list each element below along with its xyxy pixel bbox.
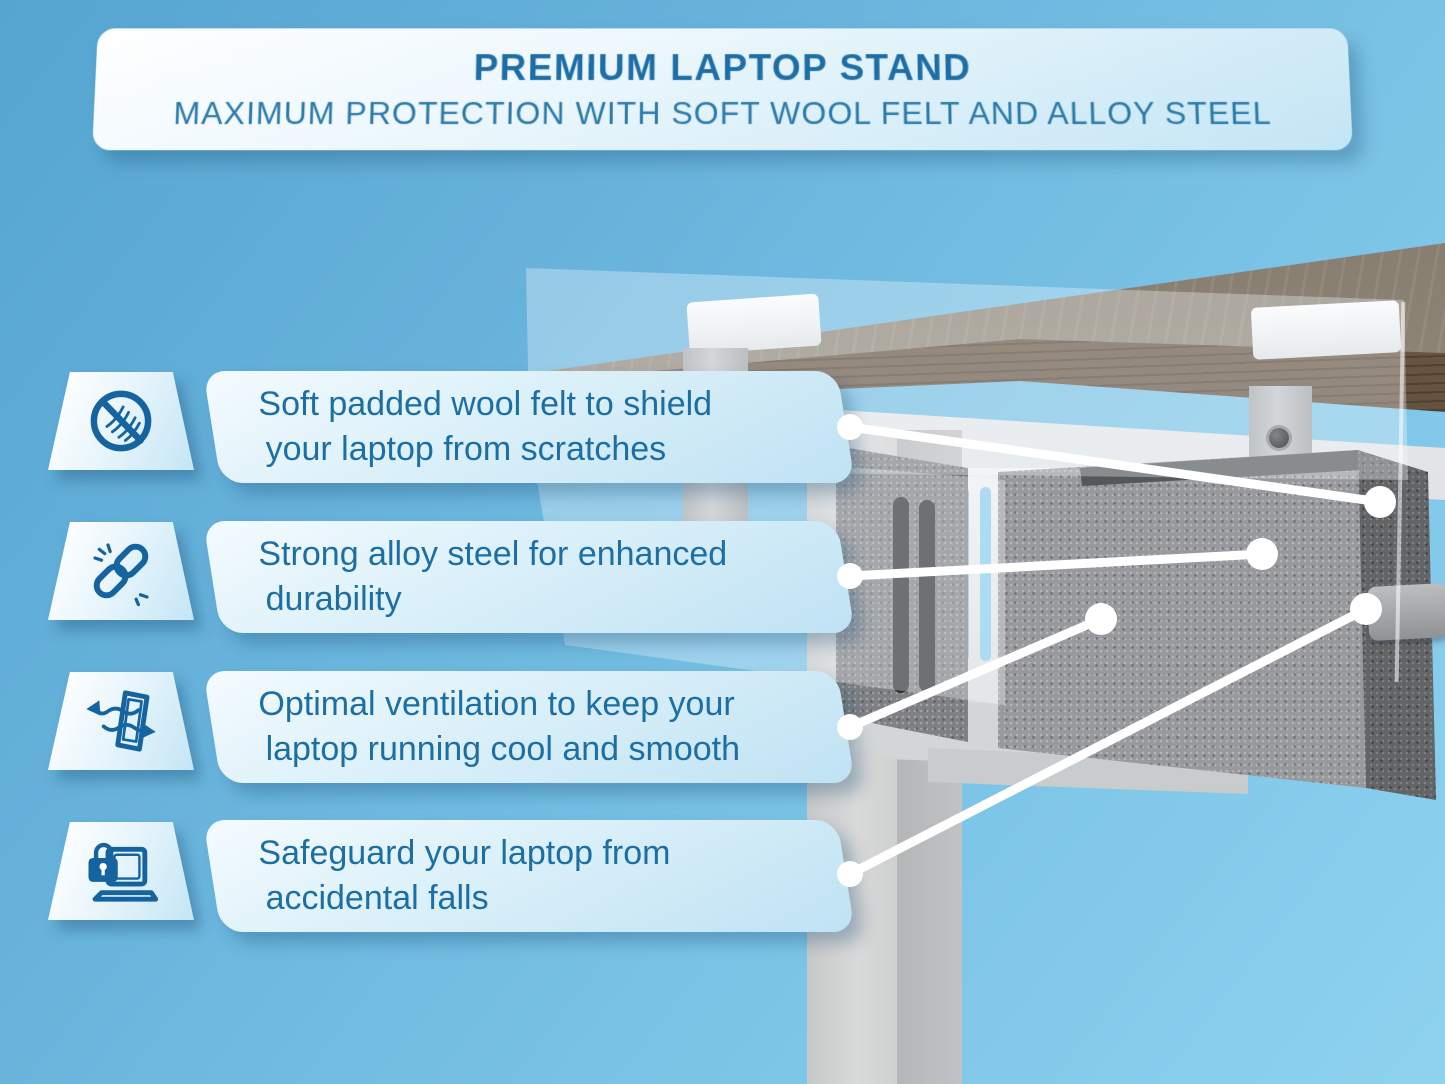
no-scratch-icon xyxy=(90,390,152,452)
feature-text: durability xyxy=(265,580,402,618)
feature-text: Optimal ventilation to keep your xyxy=(258,685,735,723)
feature-text: Safeguard your laptop from xyxy=(258,834,671,872)
feature-text: your laptop from scratches xyxy=(265,430,667,468)
feature-tile-3 xyxy=(0,672,194,770)
feature-tile-2 xyxy=(0,522,194,620)
feature-text: Strong alloy steel for enhanced xyxy=(258,535,728,573)
feature-text: Soft padded wool felt to shield xyxy=(258,385,713,423)
feature-banner-4: Safeguard your laptop from accidental fa… xyxy=(203,820,855,932)
feature-banner-2: Strong alloy steel for enhanced durabili… xyxy=(203,521,855,633)
feature-tile-4 xyxy=(0,822,194,920)
feature-text: accidental falls xyxy=(265,879,489,917)
page-subtitle: MAXIMUM PROTECTION WITH SOFT WOOL FELT A… xyxy=(172,94,1273,131)
ventilation-icon xyxy=(86,690,156,752)
laptop-lock-icon xyxy=(88,842,159,902)
feature-banner-3: Optimal ventilation to keep your laptop … xyxy=(203,671,855,783)
header-banner: PREMIUM LAPTOP STAND MAXIMUM PROTECTION … xyxy=(92,28,1353,151)
feature-tile-1 xyxy=(0,372,194,470)
feature-banner-1: Soft padded wool felt to shield your lap… xyxy=(203,371,855,483)
page-title: PREMIUM LAPTOP STAND xyxy=(473,46,972,88)
chain-link-icon xyxy=(93,543,149,607)
feature-text: laptop running cool and smooth xyxy=(265,730,741,768)
retention-hook xyxy=(1366,582,1445,642)
